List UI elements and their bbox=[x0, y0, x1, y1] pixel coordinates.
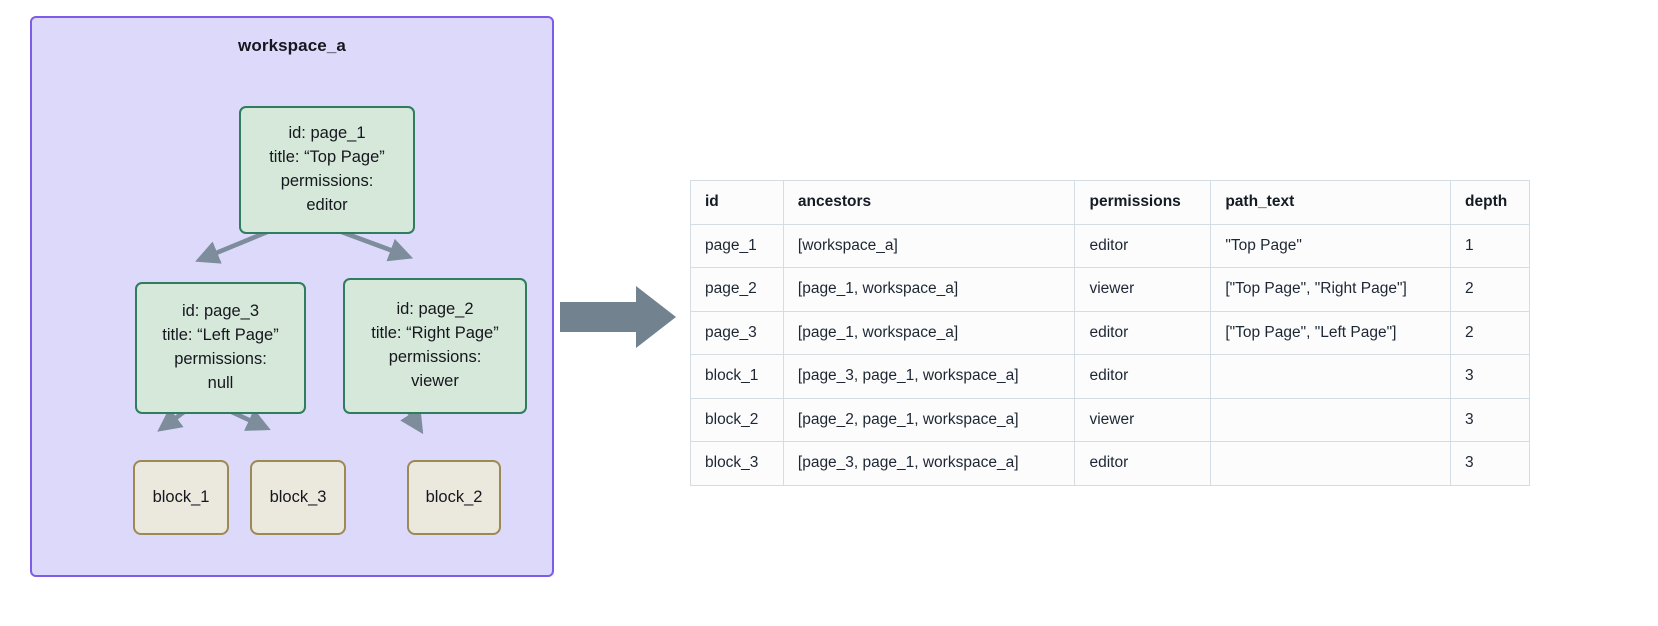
cell-id: page_3 bbox=[690, 310, 784, 355]
cell-path-text bbox=[1210, 354, 1452, 399]
column-header-ancestors[interactable]: ancestors bbox=[782, 180, 1076, 225]
node-page-2-line-3: viewer bbox=[411, 371, 459, 390]
cell-path-text bbox=[1210, 441, 1452, 486]
node-page-1-line-3: editor bbox=[306, 195, 348, 214]
cell-id: block_2 bbox=[690, 397, 784, 442]
table-row[interactable]: block_2 [page_2, page_1, workspace_a] vi… bbox=[690, 397, 1530, 442]
cell-permissions: editor bbox=[1074, 441, 1212, 486]
node-block-2-label: block_2 bbox=[425, 487, 483, 506]
cell-permissions: editor bbox=[1074, 310, 1212, 355]
right-arrow-icon bbox=[560, 286, 676, 348]
cell-permissions: viewer bbox=[1074, 267, 1212, 312]
cell-id: block_3 bbox=[690, 441, 784, 486]
cell-depth: 1 bbox=[1450, 223, 1530, 268]
cell-ancestors: [page_3, page_1, workspace_a] bbox=[782, 441, 1076, 486]
column-header-depth[interactable]: depth bbox=[1450, 180, 1530, 225]
table-header-row: id ancestors permissions path_text depth bbox=[690, 180, 1530, 225]
table-body: page_1 [workspace_a] editor "Top Page" 1… bbox=[690, 223, 1530, 486]
node-page-3-line-0: id: page_3 bbox=[181, 302, 260, 321]
cell-path-text: "Top Page" bbox=[1210, 223, 1452, 268]
node-page-3[interactable]: id: page_3 title: “Left Page” permission… bbox=[135, 282, 306, 414]
node-page-2-line-1: title: “Right Page” bbox=[371, 324, 499, 343]
cell-ancestors: [page_1, workspace_a] bbox=[782, 310, 1076, 355]
cell-permissions: editor bbox=[1074, 223, 1212, 268]
cell-ancestors: [page_2, page_1, workspace_a] bbox=[782, 397, 1076, 442]
node-block-1[interactable]: block_1 bbox=[133, 460, 229, 535]
cell-path-text: ["Top Page", "Left Page"] bbox=[1210, 310, 1452, 355]
table-head: id ancestors permissions path_text depth bbox=[690, 180, 1530, 225]
table-row[interactable]: page_3 [page_1, workspace_a] editor ["To… bbox=[690, 310, 1530, 355]
node-page-1-line-0: id: page_1 bbox=[288, 124, 366, 143]
node-block-1-label: block_1 bbox=[152, 487, 210, 506]
cell-depth: 2 bbox=[1450, 310, 1530, 355]
node-page-3-line-2: permissions: bbox=[174, 350, 267, 368]
cell-id: page_1 bbox=[690, 223, 784, 268]
node-page-1[interactable]: id: page_1 title: “Top Page” permissions… bbox=[239, 106, 415, 234]
result-table-wrapper: id ancestors permissions path_text depth… bbox=[690, 180, 1530, 486]
column-header-permissions[interactable]: permissions bbox=[1074, 180, 1212, 225]
node-block-2[interactable]: block_2 bbox=[407, 460, 501, 535]
cell-ancestors: [page_1, workspace_a] bbox=[782, 267, 1076, 312]
column-header-path-text[interactable]: path_text bbox=[1210, 180, 1452, 225]
cell-depth: 3 bbox=[1450, 441, 1530, 486]
cell-ancestors: [workspace_a] bbox=[782, 223, 1076, 268]
cell-permissions: viewer bbox=[1074, 397, 1212, 442]
cell-depth: 3 bbox=[1450, 397, 1530, 442]
node-page-3-line-3: null bbox=[207, 373, 234, 392]
node-page-2[interactable]: id: page_2 title: “Right Page” permissio… bbox=[343, 278, 527, 414]
cell-id: page_2 bbox=[690, 267, 784, 312]
workspace-title: workspace_a bbox=[238, 36, 346, 55]
cell-path-text bbox=[1210, 397, 1452, 442]
table-row[interactable]: page_1 [workspace_a] editor "Top Page" 1 bbox=[690, 223, 1530, 268]
result-table: id ancestors permissions path_text depth… bbox=[690, 180, 1530, 486]
node-page-1-line-1: title: “Top Page” bbox=[269, 148, 385, 167]
table-row[interactable]: block_3 [page_3, page_1, workspace_a] ed… bbox=[690, 441, 1530, 486]
node-block-3[interactable]: block_3 bbox=[250, 460, 346, 535]
cell-depth: 3 bbox=[1450, 354, 1530, 399]
column-header-id[interactable]: id bbox=[690, 180, 784, 225]
node-block-3-label: block_3 bbox=[269, 487, 327, 506]
cell-ancestors: [page_3, page_1, workspace_a] bbox=[782, 354, 1076, 399]
node-page-2-line-2: permissions: bbox=[388, 348, 482, 366]
cell-depth: 2 bbox=[1450, 267, 1530, 312]
workspace-container: workspace_a id: page_1 title: “Top Page”… bbox=[30, 16, 554, 577]
cell-permissions: editor bbox=[1074, 354, 1212, 399]
node-page-1-line-2: permissions: bbox=[280, 172, 374, 190]
node-page-3-line-1: title: “Left Page” bbox=[162, 326, 279, 345]
cell-id: block_1 bbox=[690, 354, 784, 399]
node-page-2-line-0: id: page_2 bbox=[396, 300, 474, 319]
table-row[interactable]: page_2 [page_1, workspace_a] viewer ["To… bbox=[690, 267, 1530, 312]
cell-path-text: ["Top Page", "Right Page"] bbox=[1210, 267, 1452, 312]
table-row[interactable]: block_1 [page_3, page_1, workspace_a] ed… bbox=[690, 354, 1530, 399]
